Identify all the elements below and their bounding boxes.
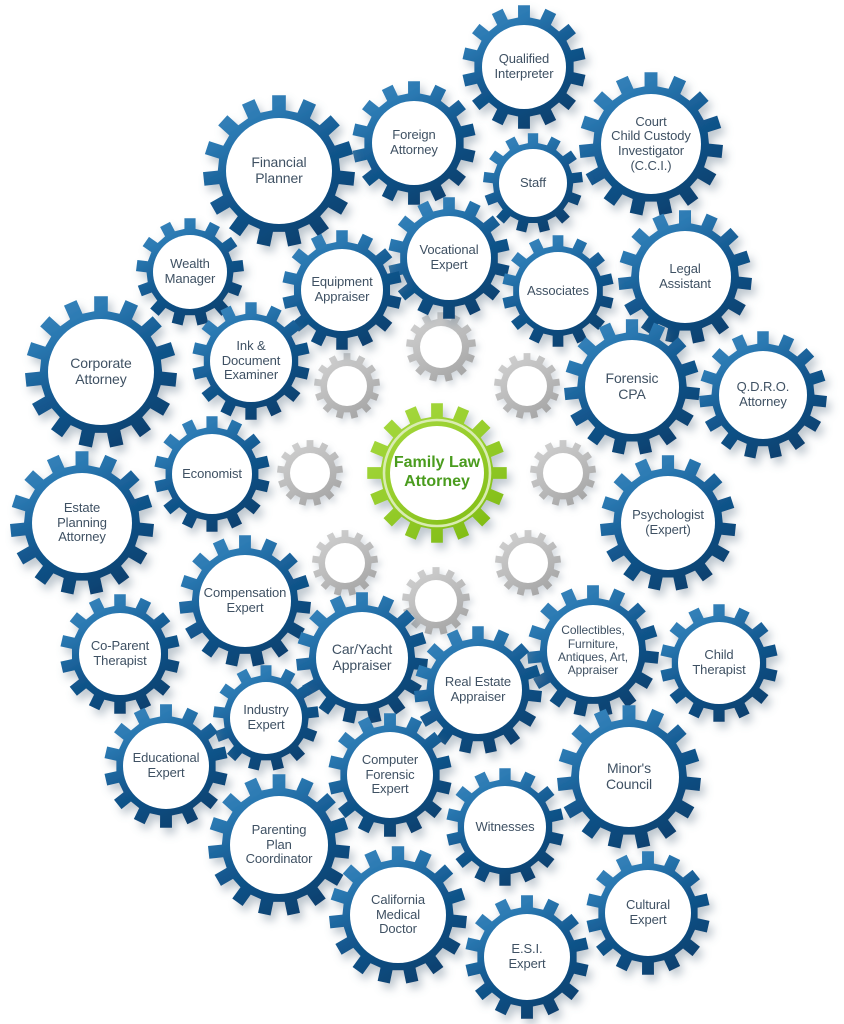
gear-hub	[301, 249, 383, 331]
gear-hub	[579, 727, 679, 827]
gear-qdro-attorney[interactable]	[699, 331, 827, 459]
gear-hub	[48, 319, 154, 425]
gear-hub	[585, 340, 679, 434]
idler-lower-left[interactable]	[312, 530, 378, 596]
gear-industry-expert[interactable]	[213, 665, 319, 771]
gear-collectibles-appraiser[interactable]	[527, 585, 659, 717]
idler-mid-left[interactable]	[277, 440, 343, 506]
role-gear-group	[10, 5, 827, 1019]
gear-parenting-plan[interactable]	[208, 774, 350, 916]
gear-computer-forensic[interactable]	[328, 713, 452, 837]
gear-real-estate-appraiser[interactable]	[414, 626, 542, 754]
gear-hub	[499, 149, 567, 217]
gear-hub	[172, 434, 252, 514]
gear-hub	[325, 543, 365, 583]
gear-car-yacht-appraiser[interactable]	[296, 592, 428, 724]
gear-equipment-appraiser[interactable]	[282, 230, 402, 350]
gear-hub	[153, 235, 227, 309]
gear-hub	[482, 25, 566, 109]
gear-compensation-expert[interactable]	[179, 535, 311, 667]
idler-gear-group	[277, 312, 596, 635]
gear-associates[interactable]	[502, 235, 614, 347]
idler-upper-center[interactable]	[406, 312, 476, 382]
gear-corporate-attorney[interactable]	[25, 296, 177, 448]
gear-qualified-interpreter[interactable]	[462, 5, 586, 129]
gear-hub	[547, 605, 639, 697]
gear-hub	[226, 118, 332, 224]
gear-foreign-attorney[interactable]	[352, 81, 476, 205]
gear-hub	[316, 612, 408, 704]
gear-cultural-expert[interactable]	[586, 851, 710, 975]
gear-inner-ring	[382, 418, 492, 528]
gear-hub	[32, 473, 132, 573]
center-gear-group	[367, 403, 507, 543]
gear-educational-expert[interactable]	[104, 704, 228, 828]
gear-child-therapist[interactable]	[660, 604, 778, 722]
gear-estate-planning[interactable]	[10, 451, 154, 595]
gear-hub	[507, 366, 547, 406]
gear-co-parent-therapist[interactable]	[60, 594, 180, 714]
gear-hub	[230, 682, 302, 754]
gear-hub	[508, 543, 548, 583]
gear-witnesses[interactable]	[446, 768, 564, 886]
gear-hub	[519, 252, 597, 330]
gear-forensic-cpa[interactable]	[564, 319, 700, 455]
gear-economist[interactable]	[154, 416, 270, 532]
gear-esi-expert[interactable]	[465, 895, 589, 1019]
idler-upper-left[interactable]	[314, 353, 380, 419]
gear-hub	[123, 723, 209, 809]
gear-hub	[543, 453, 583, 493]
gear-hub	[484, 914, 570, 1000]
gear-hub	[678, 622, 760, 704]
gear-hub	[350, 867, 446, 963]
gear-staff[interactable]	[483, 133, 583, 233]
gear-hub	[290, 453, 330, 493]
gear-hub	[347, 732, 433, 818]
gear-hub	[327, 366, 367, 406]
gear-psychologist-expert[interactable]	[600, 455, 736, 591]
gear-hub	[415, 580, 457, 622]
gear-hub	[639, 231, 731, 323]
idler-lower-center[interactable]	[402, 567, 470, 635]
gear-hub	[719, 351, 807, 439]
gear-hub	[464, 786, 546, 868]
gear-court-child-custody[interactable]	[579, 72, 723, 216]
gear-family-law-attorney[interactable]	[367, 403, 507, 543]
gear-vocational-expert[interactable]	[388, 197, 510, 319]
gear-hub	[390, 426, 484, 520]
idler-upper-right[interactable]	[494, 353, 560, 419]
gear-minors-council[interactable]	[557, 705, 701, 849]
gear-hub	[601, 94, 701, 194]
gear-financial-planner[interactable]	[203, 95, 355, 247]
idler-lower-right[interactable]	[495, 530, 561, 596]
gear-hub	[210, 320, 292, 402]
gear-hub	[407, 216, 491, 300]
idler-mid-right[interactable]	[530, 440, 596, 506]
gear-hub	[605, 870, 691, 956]
gear-hub	[79, 613, 161, 695]
gear-legal-assistant[interactable]	[618, 210, 752, 344]
gear-hub	[621, 476, 715, 570]
gear-ink-document-examiner[interactable]	[192, 302, 310, 420]
gear-wealth-manager[interactable]	[136, 218, 244, 326]
gear-california-medical[interactable]	[329, 846, 467, 984]
gear-hub	[420, 326, 462, 368]
gear-hub	[372, 101, 456, 185]
gear-hub	[230, 796, 328, 894]
gear-hub	[199, 555, 291, 647]
gear-hub	[434, 646, 522, 734]
